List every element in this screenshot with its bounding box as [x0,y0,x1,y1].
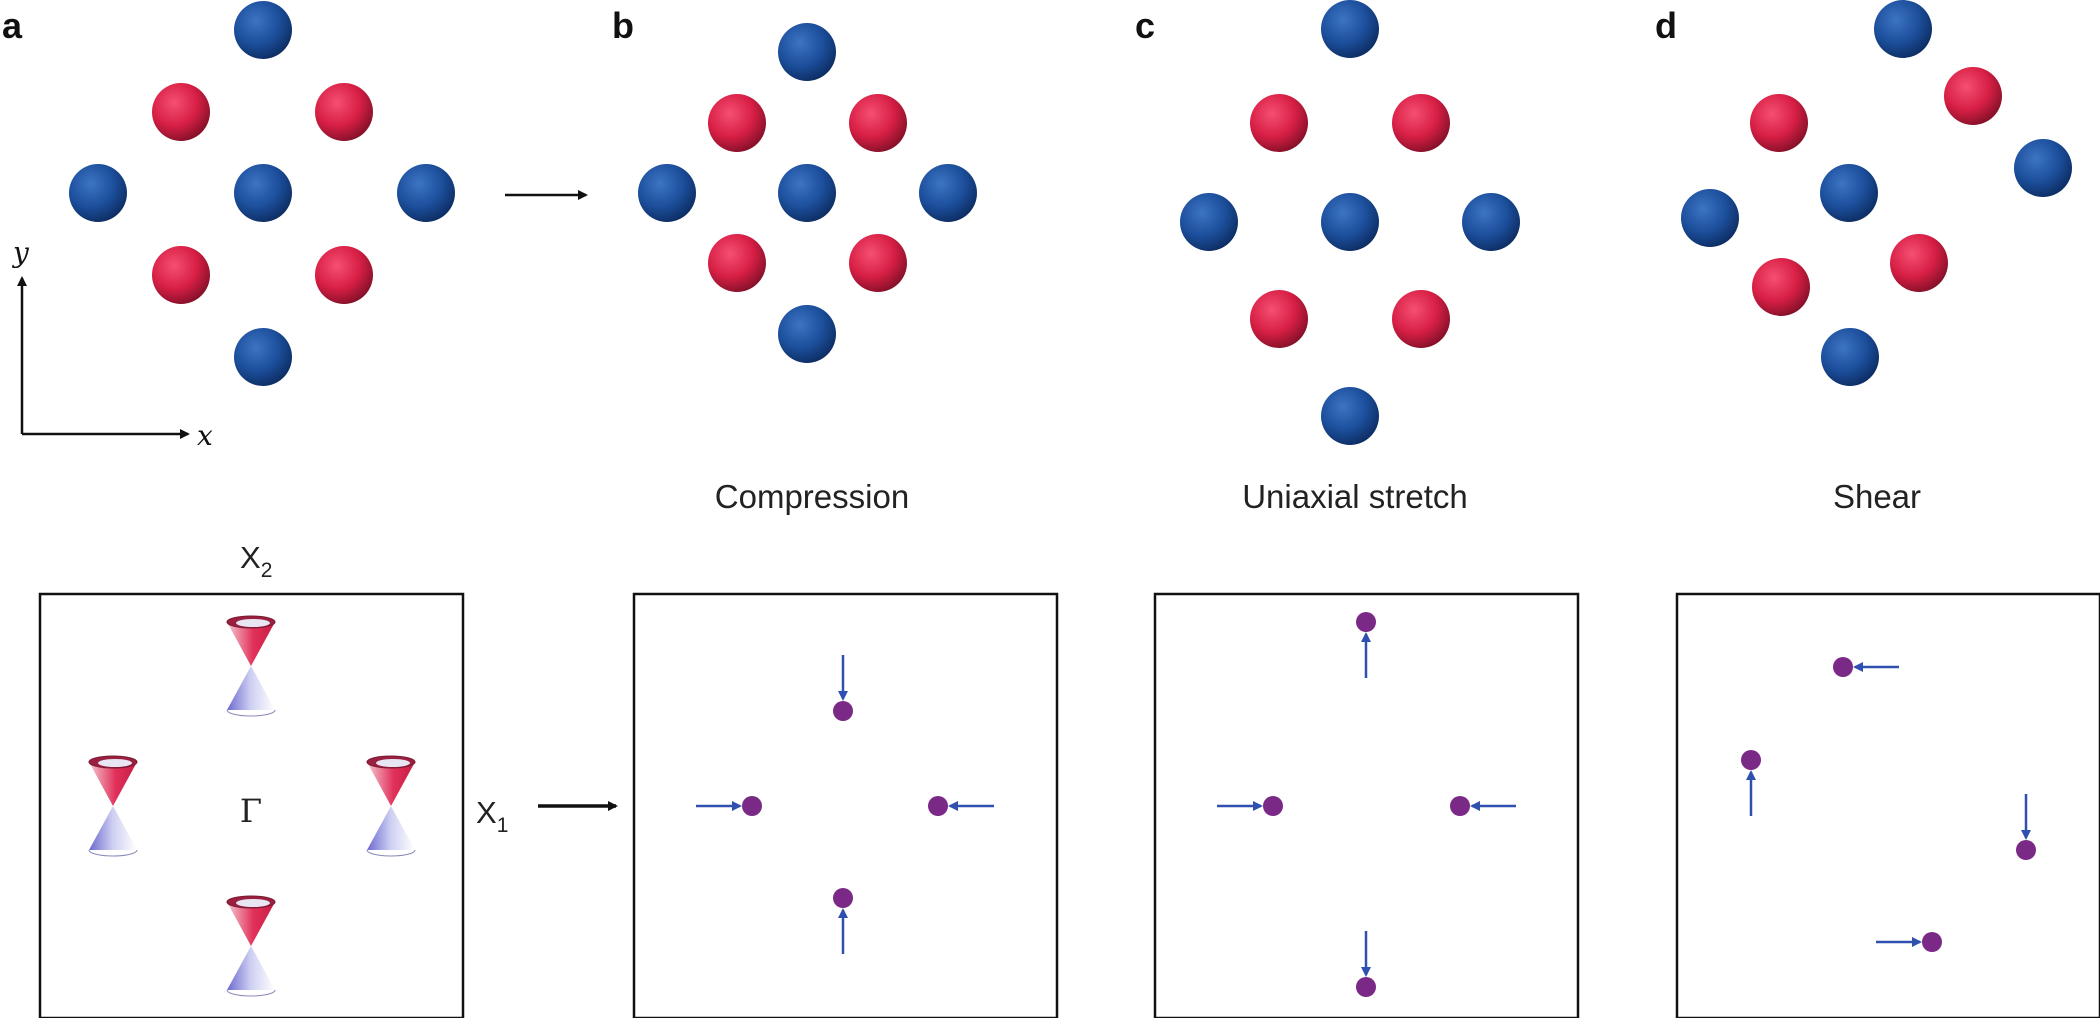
red-atom [1752,258,1810,316]
dirac-point [833,701,853,721]
x1-label: X1 [476,795,508,837]
caption-uniaxial-stretch: Uniaxial stretch [1242,478,1468,515]
red-atom [152,83,210,141]
dirac-points-b [696,655,994,954]
blue-atom [1681,189,1739,247]
blue-atom [69,164,127,222]
caption-compression: Compression [715,478,909,515]
panel-letter-b: b [612,5,634,46]
dirac-points-d [1741,657,2036,952]
brillouin-zone-frame-d [1675,592,2100,1018]
dirac-point [742,796,762,816]
red-atom [1750,94,1808,152]
panel-letter-a: a [2,5,23,46]
red-atom [708,94,766,152]
coordinate-axes: y x [11,236,213,452]
dirac-cone [88,755,138,857]
blue-atom [234,328,292,386]
gamma-point-label: Γ [240,792,262,830]
dirac-point [1741,750,1761,770]
dirac-point [928,796,948,816]
red-atom [1890,234,1948,292]
x2-label: X2 [240,540,272,582]
dirac-cone [226,895,276,997]
x-axis-label: x [197,419,213,452]
blue-atom [2014,139,2072,197]
dirac-cone [366,755,416,857]
blue-atom [1462,193,1520,251]
blue-atom [919,164,977,222]
dirac-cones-a [88,615,416,997]
blue-atom [234,1,292,59]
brillouin-zone-frame-a [38,592,465,1018]
red-atom [1392,94,1450,152]
lattice-b [638,23,977,363]
caption-shear: Shear [1833,478,1921,515]
blue-atom [1321,193,1379,251]
blue-atom [1874,0,1932,58]
y-axis-label: y [11,236,30,269]
dirac-points-c [1217,612,1516,997]
dirac-point [1833,657,1853,677]
dirac-point [1356,612,1376,632]
blue-atom [778,164,836,222]
red-atom [1944,67,2002,125]
blue-atom [778,305,836,363]
blue-atom [1321,387,1379,445]
blue-atom [1820,164,1878,222]
brillouin-zone-frame-c [1153,592,1580,1018]
red-atom [152,246,210,304]
blue-atom [1821,328,1879,386]
red-atom [1250,290,1308,348]
panel-letter-d: d [1655,5,1677,46]
blue-atom [778,23,836,81]
blue-atom [1180,193,1238,251]
red-atom [1392,290,1450,348]
dirac-point [2016,840,2036,860]
dirac-point [1263,796,1283,816]
lattice-c [1180,0,1520,445]
blue-atom [1321,0,1379,58]
dirac-point [833,888,853,908]
blue-atom [234,164,292,222]
lattice-d [1681,0,2072,386]
red-atom [849,234,907,292]
red-atom [708,234,766,292]
lattice-a [69,1,455,386]
red-atom [849,94,907,152]
red-atom [315,83,373,141]
red-atom [315,246,373,304]
blue-atom [397,164,455,222]
dirac-point [1356,977,1376,997]
dirac-point [1450,796,1470,816]
brillouin-zone-frame-b [632,592,1059,1018]
dirac-point [1922,932,1942,952]
panel-letter-c: c [1135,5,1155,46]
dirac-cone [226,615,276,717]
blue-atom [638,164,696,222]
red-atom [1250,94,1308,152]
